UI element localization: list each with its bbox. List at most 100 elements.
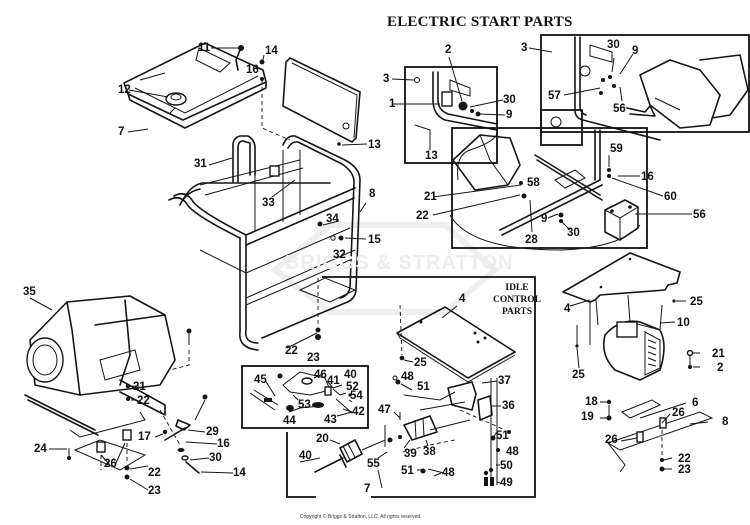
callout-40[interactable]: 40 (299, 450, 312, 462)
callout-46[interactable]: 46 (314, 369, 327, 381)
callout-22[interactable]: 22 (137, 395, 150, 407)
callout-3[interactable]: 3 (521, 42, 528, 54)
callout-21[interactable]: 21 (424, 191, 437, 203)
callout-8[interactable]: 8 (722, 416, 729, 428)
callout-51[interactable]: 51 (496, 430, 509, 442)
callout-48[interactable]: 48 (401, 371, 414, 383)
callout-48[interactable]: 48 (442, 467, 455, 479)
callout-52[interactable]: 52 (346, 381, 359, 393)
callout-53[interactable]: 53 (298, 399, 311, 411)
callout-44[interactable]: 44 (283, 415, 296, 427)
callout-12[interactable]: 12 (118, 84, 131, 96)
callout-41[interactable]: 41 (327, 375, 340, 387)
callout-51[interactable]: 51 (401, 465, 414, 477)
starter-detail (414, 71, 498, 131)
watermark-logo (270, 222, 500, 315)
callout-42[interactable]: 42 (352, 406, 365, 418)
callout-22[interactable]: 22 (678, 453, 691, 465)
callout-8[interactable]: 8 (369, 188, 376, 200)
callout-14[interactable]: 14 (265, 45, 278, 57)
callout-30[interactable]: 30 (567, 227, 580, 239)
muffler-cover[interactable] (282, 57, 361, 143)
callout-23[interactable]: 23 (678, 464, 691, 476)
callout-3[interactable]: 3 (383, 73, 390, 85)
callout-11[interactable]: 11 (198, 42, 211, 54)
callout-10[interactable]: 10 (677, 317, 690, 329)
callout-17[interactable]: 17 (138, 431, 151, 443)
idle-control-title: IDLE CONTROL PARTS (472, 282, 562, 318)
callout-51[interactable]: 51 (417, 381, 430, 393)
callout-30[interactable]: 30 (209, 452, 222, 464)
callout-25[interactable]: 25 (414, 357, 427, 369)
callout-25[interactable]: 25 (690, 296, 703, 308)
callout-7[interactable]: 7 (118, 126, 125, 138)
idle-title-line-1: IDLE (505, 283, 529, 293)
callout-26[interactable]: 26 (104, 458, 117, 470)
callout-37[interactable]: 37 (498, 375, 511, 387)
callout-39[interactable]: 39 (404, 448, 417, 460)
inset-box-battery (451, 127, 648, 249)
fuel-tank[interactable] (123, 42, 267, 129)
callout-31[interactable]: 31 (194, 158, 207, 170)
callout-56[interactable]: 56 (613, 103, 626, 115)
callout-1[interactable]: 1 (389, 98, 396, 110)
callout-16[interactable]: 16 (217, 438, 230, 450)
callout-22[interactable]: 22 (416, 210, 429, 222)
callout-60[interactable]: 60 (664, 191, 677, 203)
callout-58[interactable]: 58 (527, 177, 540, 189)
callout-15[interactable]: 15 (368, 234, 381, 246)
callout-24[interactable]: 24 (34, 443, 47, 455)
callout-29[interactable]: 29 (206, 426, 219, 438)
callout-21[interactable]: 21 (712, 348, 725, 360)
callout-47[interactable]: 47 (378, 404, 391, 416)
callout-19[interactable]: 19 (581, 411, 594, 423)
callout-2[interactable]: 2 (445, 44, 452, 56)
callout-56[interactable]: 56 (693, 209, 706, 221)
callout-45[interactable]: 45 (254, 374, 267, 386)
callout-26[interactable]: 26 (605, 434, 618, 446)
callout-22[interactable]: 22 (148, 467, 161, 479)
callout-4[interactable]: 4 (564, 303, 571, 315)
callout-6[interactable]: 6 (692, 397, 699, 409)
callout-16[interactable]: 16 (641, 171, 654, 183)
callout-7[interactable]: 7 (364, 483, 371, 495)
callout-20[interactable]: 20 (316, 433, 329, 445)
callout-9[interactable]: 9 (541, 213, 548, 225)
callout-57[interactable]: 57 (548, 90, 561, 102)
callout-30[interactable]: 30 (607, 39, 620, 51)
callout-40[interactable]: 40 (344, 369, 357, 381)
alternator-assembly[interactable] (562, 252, 714, 473)
callout-50[interactable]: 50 (500, 460, 513, 472)
callout-54[interactable]: 54 (350, 390, 363, 402)
callout-13[interactable]: 13 (368, 139, 381, 151)
callout-38[interactable]: 38 (423, 446, 436, 458)
callout-22[interactable]: 22 (285, 345, 298, 357)
callout-48[interactable]: 48 (506, 446, 519, 458)
callout-14[interactable]: 14 (233, 467, 246, 479)
callout-25[interactable]: 25 (572, 369, 585, 381)
callout-59[interactable]: 59 (610, 143, 623, 155)
callout-35[interactable]: 35 (23, 286, 36, 298)
callout-9[interactable]: 9 (506, 109, 513, 121)
callout-23[interactable]: 23 (307, 352, 320, 364)
callout-33[interactable]: 33 (262, 197, 275, 209)
callout-43[interactable]: 43 (324, 414, 337, 426)
callout-16[interactable]: 16 (246, 64, 259, 76)
callout-36[interactable]: 36 (502, 400, 515, 412)
callout-18[interactable]: 18 (585, 396, 598, 408)
callout-28[interactable]: 28 (525, 234, 538, 246)
callout-49[interactable]: 49 (500, 477, 513, 489)
callout-32[interactable]: 32 (333, 249, 346, 261)
callout-4[interactable]: 4 (459, 293, 466, 305)
callout-13[interactable]: 13 (425, 150, 438, 162)
callout-55[interactable]: 55 (367, 458, 380, 470)
callout-9[interactable]: 9 (632, 45, 639, 57)
frame[interactable] (168, 135, 361, 351)
callout-30[interactable]: 30 (503, 94, 516, 106)
callout-26[interactable]: 26 (672, 407, 685, 419)
callout-21[interactable]: 21 (133, 381, 146, 393)
generator-engine[interactable] (24, 295, 176, 471)
callout-34[interactable]: 34 (326, 213, 339, 225)
callout-2[interactable]: 2 (717, 362, 724, 374)
callout-23[interactable]: 23 (148, 485, 161, 497)
